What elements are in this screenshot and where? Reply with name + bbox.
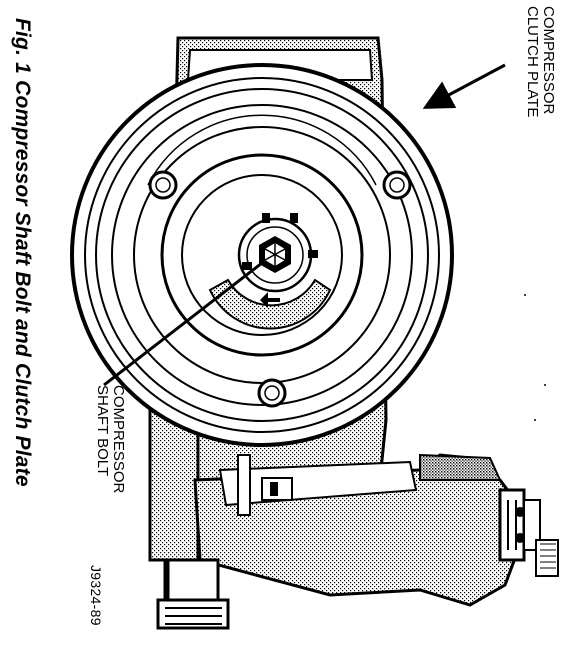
shaft-bolt-label-line2: SHAFT BOLT xyxy=(94,385,111,477)
clutch-plate-label-line1: COMPRESSOR xyxy=(540,6,557,115)
port-fitting xyxy=(156,558,230,630)
mounting-holes xyxy=(148,170,412,408)
shaft-bolt xyxy=(259,236,291,273)
shaft-bolt-label-line1: COMPRESSOR xyxy=(110,385,127,494)
compressor-manifold xyxy=(193,453,522,607)
shaft-bolt-leader xyxy=(103,261,263,387)
clutch-plate-label: COMPRESSOR CLUTCH PLATE xyxy=(524,6,557,118)
shaft-bolt-label: COMPRESSOR SHAFT BOLT xyxy=(94,385,127,494)
wire-lead xyxy=(237,454,251,516)
clutch-plate-label-line2: CLUTCH PLATE xyxy=(524,6,541,118)
figure-caption: Fig. 1 Compressor Shaft Bolt and Clutch … xyxy=(11,18,34,487)
clutch-plate-leader xyxy=(422,63,506,109)
figure-id-code: J9324-89 xyxy=(88,565,104,626)
fitting-nut xyxy=(498,488,559,577)
